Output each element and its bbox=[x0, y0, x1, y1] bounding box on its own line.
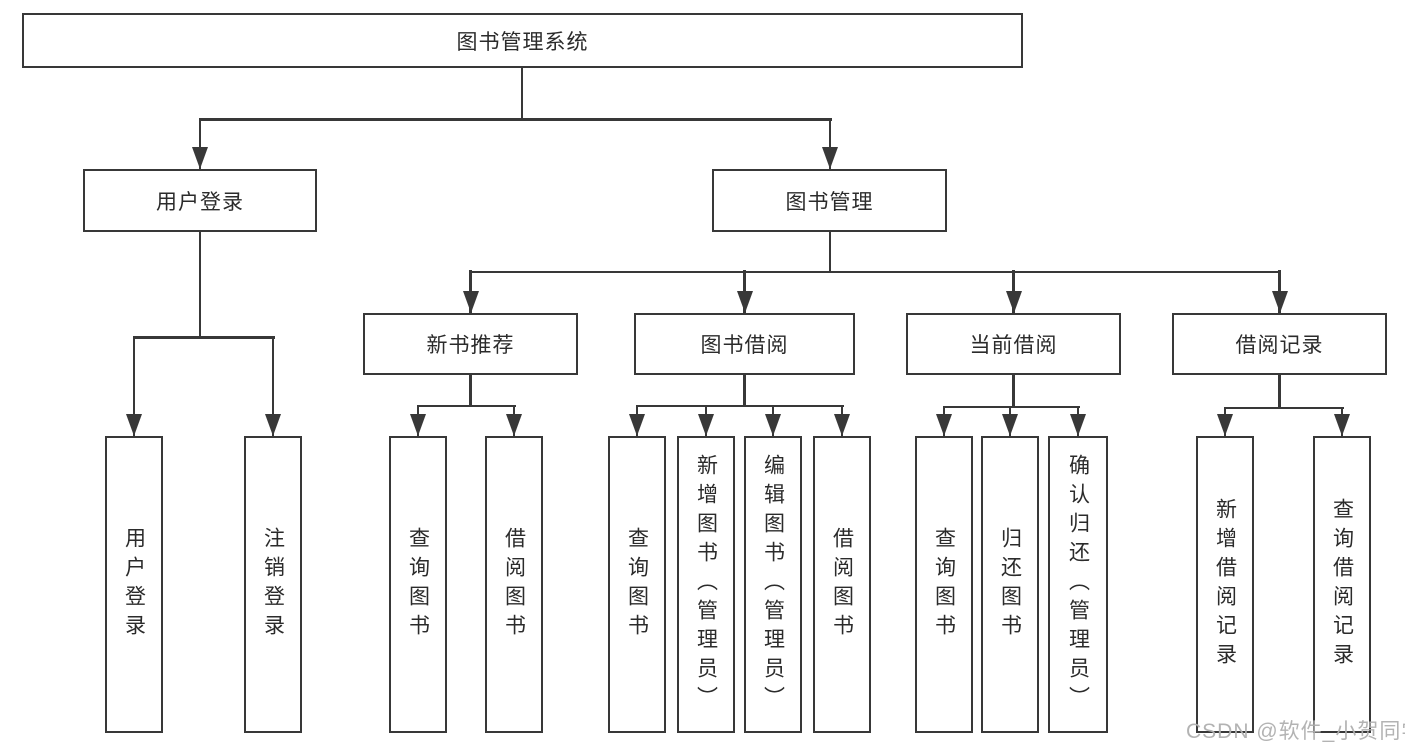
connector-line bbox=[828, 118, 832, 169]
arrow-down-icon bbox=[765, 414, 781, 436]
arrow-down-icon bbox=[822, 147, 838, 169]
arrow-down-icon bbox=[506, 414, 522, 436]
connector-line bbox=[469, 375, 472, 407]
connector-line bbox=[132, 336, 136, 436]
leaf-add-borrow-record: 新增借阅记录 bbox=[1196, 436, 1254, 733]
node-book-management: 图书管理 bbox=[712, 169, 947, 232]
csdn-watermark: CSDN @软件_小贺同学 bbox=[1186, 720, 1405, 743]
connector-line bbox=[520, 68, 524, 120]
arrow-down-icon bbox=[1217, 414, 1233, 436]
leaf-label: 用户登录 bbox=[122, 526, 146, 643]
arrow-down-icon bbox=[936, 414, 952, 436]
leaf-edit-books-admin: 编辑图书（管理员） bbox=[744, 436, 802, 733]
arrow-down-icon bbox=[265, 414, 281, 436]
node-user-login: 用户登录 bbox=[83, 169, 317, 232]
connector-line bbox=[743, 375, 746, 407]
leaf-label: 注销登录 bbox=[261, 526, 285, 643]
connector-line bbox=[942, 405, 1080, 408]
node-book-borrow: 图书借阅 bbox=[634, 313, 855, 375]
arrow-down-icon bbox=[834, 414, 850, 436]
leaf-user-login: 用户登录 bbox=[105, 436, 163, 733]
arrow-down-icon bbox=[1271, 291, 1288, 313]
leaf-return-books: 归还图书 bbox=[981, 436, 1039, 733]
leaf-query-books-borrow: 查询图书 bbox=[608, 436, 666, 733]
node-borrow-records: 借阅记录 bbox=[1172, 313, 1387, 375]
node-new-book-recommend: 新书推荐 bbox=[363, 313, 578, 375]
node-current-borrow: 当前借阅 bbox=[906, 313, 1121, 375]
arrow-down-icon bbox=[1334, 414, 1350, 436]
leaf-label: 借阅图书 bbox=[830, 526, 854, 643]
arrow-down-icon bbox=[698, 414, 714, 436]
connector-line bbox=[416, 404, 516, 407]
arrow-down-icon bbox=[126, 414, 142, 436]
leaf-query-books-current: 查询图书 bbox=[915, 436, 973, 733]
leaf-label: 查询借阅记录 bbox=[1330, 497, 1354, 672]
leaf-label: 归还图书 bbox=[998, 526, 1022, 643]
arrow-down-icon bbox=[736, 291, 753, 313]
connector-line bbox=[198, 118, 832, 121]
leaf-label: 查询图书 bbox=[932, 526, 956, 643]
connector-line bbox=[132, 336, 275, 339]
leaf-query-books-recommend: 查询图书 bbox=[389, 436, 447, 733]
arrow-down-icon bbox=[1002, 414, 1018, 436]
arrow-down-icon bbox=[629, 414, 645, 436]
leaf-confirm-return-admin: 确认归还（管理员） bbox=[1048, 436, 1108, 733]
connector-line bbox=[1223, 406, 1344, 409]
connector-line bbox=[271, 336, 275, 436]
leaf-label: 编辑图书（管理员） bbox=[761, 454, 785, 715]
leaf-add-books-admin: 新增图书（管理员） bbox=[677, 436, 735, 733]
leaf-label: 查询图书 bbox=[625, 526, 649, 643]
leaf-label: 查询图书 bbox=[406, 526, 430, 643]
arrow-down-icon bbox=[410, 414, 426, 436]
connector-line bbox=[1012, 375, 1015, 408]
connector-line bbox=[198, 232, 202, 338]
arrow-down-icon bbox=[1070, 414, 1086, 436]
node-library-system: 图书管理系统 bbox=[22, 13, 1023, 68]
leaf-query-borrow-record: 查询借阅记录 bbox=[1313, 436, 1371, 733]
connector-line bbox=[469, 270, 1281, 273]
leaf-borrow-books-recommend: 借阅图书 bbox=[485, 436, 543, 733]
connector-line bbox=[198, 118, 202, 169]
arrow-down-icon bbox=[462, 291, 479, 313]
arrow-down-icon bbox=[192, 147, 208, 169]
connector-line bbox=[828, 232, 832, 273]
leaf-logout-login: 注销登录 bbox=[244, 436, 302, 733]
leaf-label: 新增图书（管理员） bbox=[694, 454, 718, 715]
leaf-label: 确认归还（管理员） bbox=[1066, 454, 1090, 715]
leaf-label: 新增借阅记录 bbox=[1213, 497, 1237, 672]
arrow-down-icon bbox=[1005, 291, 1022, 313]
leaf-borrow-books: 借阅图书 bbox=[813, 436, 871, 733]
connector-line bbox=[635, 404, 844, 407]
connector-line bbox=[1278, 375, 1281, 409]
leaf-label: 借阅图书 bbox=[502, 526, 526, 643]
